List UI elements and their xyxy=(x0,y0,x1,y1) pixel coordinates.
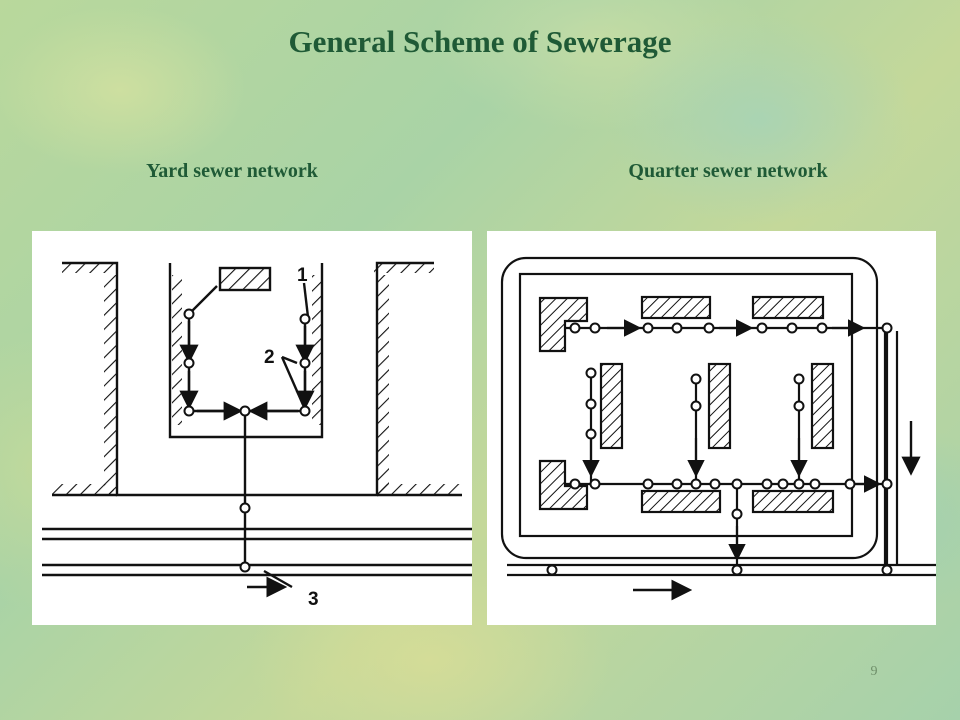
manhole xyxy=(642,478,654,490)
manhole xyxy=(183,308,195,320)
manhole xyxy=(642,322,654,334)
quarter-network-drawing xyxy=(500,256,936,601)
manhole xyxy=(690,478,702,490)
manhole xyxy=(690,373,702,385)
building-hatch-inner-left xyxy=(172,275,182,425)
manhole xyxy=(881,478,893,490)
manhole xyxy=(816,322,828,334)
building-hatch-right-wing xyxy=(377,275,389,495)
manhole xyxy=(585,367,597,379)
manhole xyxy=(761,478,773,490)
building-hatch-left-wing xyxy=(104,275,116,495)
building-bottom-right xyxy=(751,489,835,514)
manhole xyxy=(777,478,789,490)
manhole xyxy=(183,357,195,369)
quarter-network-diagram xyxy=(487,231,936,625)
manhole xyxy=(299,405,311,417)
manhole xyxy=(585,428,597,440)
manhole xyxy=(299,357,311,369)
building-hatch-bottom-left xyxy=(52,484,114,496)
manhole xyxy=(299,313,311,325)
manhole xyxy=(731,564,743,576)
quarter-inner-boundary xyxy=(518,272,854,538)
quarter-network-caption: Quarter sewer network xyxy=(628,160,828,182)
manhole xyxy=(786,322,798,334)
manhole xyxy=(569,322,581,334)
yard-sewer-pipe xyxy=(187,285,307,413)
yard-shed xyxy=(218,266,272,292)
manhole xyxy=(881,322,893,334)
manhole xyxy=(756,322,768,334)
building-hatch-top-left xyxy=(62,263,117,273)
manhole xyxy=(589,322,601,334)
manhole xyxy=(703,322,715,334)
building-hatch-inner-right xyxy=(312,275,322,425)
manhole xyxy=(589,478,601,490)
manhole xyxy=(793,478,805,490)
yard-network-caption: Yard sewer network xyxy=(146,160,318,182)
manhole xyxy=(671,322,683,334)
yard-network-drawing: 1 2 3 xyxy=(42,261,472,610)
manhole xyxy=(709,478,721,490)
callout-1: 1 xyxy=(297,265,308,286)
manhole xyxy=(546,564,558,576)
yard-network-diagram: 1 2 3 xyxy=(32,231,472,625)
building-bottom-middle xyxy=(640,489,722,514)
callout-2: 2 xyxy=(264,347,275,368)
manhole xyxy=(809,478,821,490)
manhole xyxy=(793,400,805,412)
building-inner-middle xyxy=(707,362,732,450)
building-hatch-bottom-right xyxy=(377,484,462,496)
manhole xyxy=(239,502,251,514)
manhole xyxy=(239,405,251,417)
building-hatch-top-right xyxy=(374,263,434,273)
manhole xyxy=(671,478,683,490)
manhole xyxy=(731,508,743,520)
manhole xyxy=(844,478,856,490)
building-top-middle xyxy=(640,295,712,320)
manhole xyxy=(585,398,597,410)
manhole xyxy=(569,478,581,490)
building-corner-top xyxy=(538,296,589,353)
building-corner-bottom xyxy=(538,459,589,511)
slide-title: General Scheme of Sewerage xyxy=(288,24,672,59)
manhole xyxy=(690,400,702,412)
manhole xyxy=(239,561,251,573)
quarter-outer-boundary xyxy=(500,256,879,560)
callout-3: 3 xyxy=(308,589,319,610)
building-outer-contour xyxy=(62,261,434,497)
page-number: 9 xyxy=(870,664,878,679)
manhole xyxy=(881,564,893,576)
manhole xyxy=(793,373,805,385)
building-inner-right xyxy=(810,362,835,450)
manhole xyxy=(731,478,743,490)
building-top-right xyxy=(751,295,825,320)
building-inner-left xyxy=(599,362,624,450)
manhole xyxy=(183,405,195,417)
